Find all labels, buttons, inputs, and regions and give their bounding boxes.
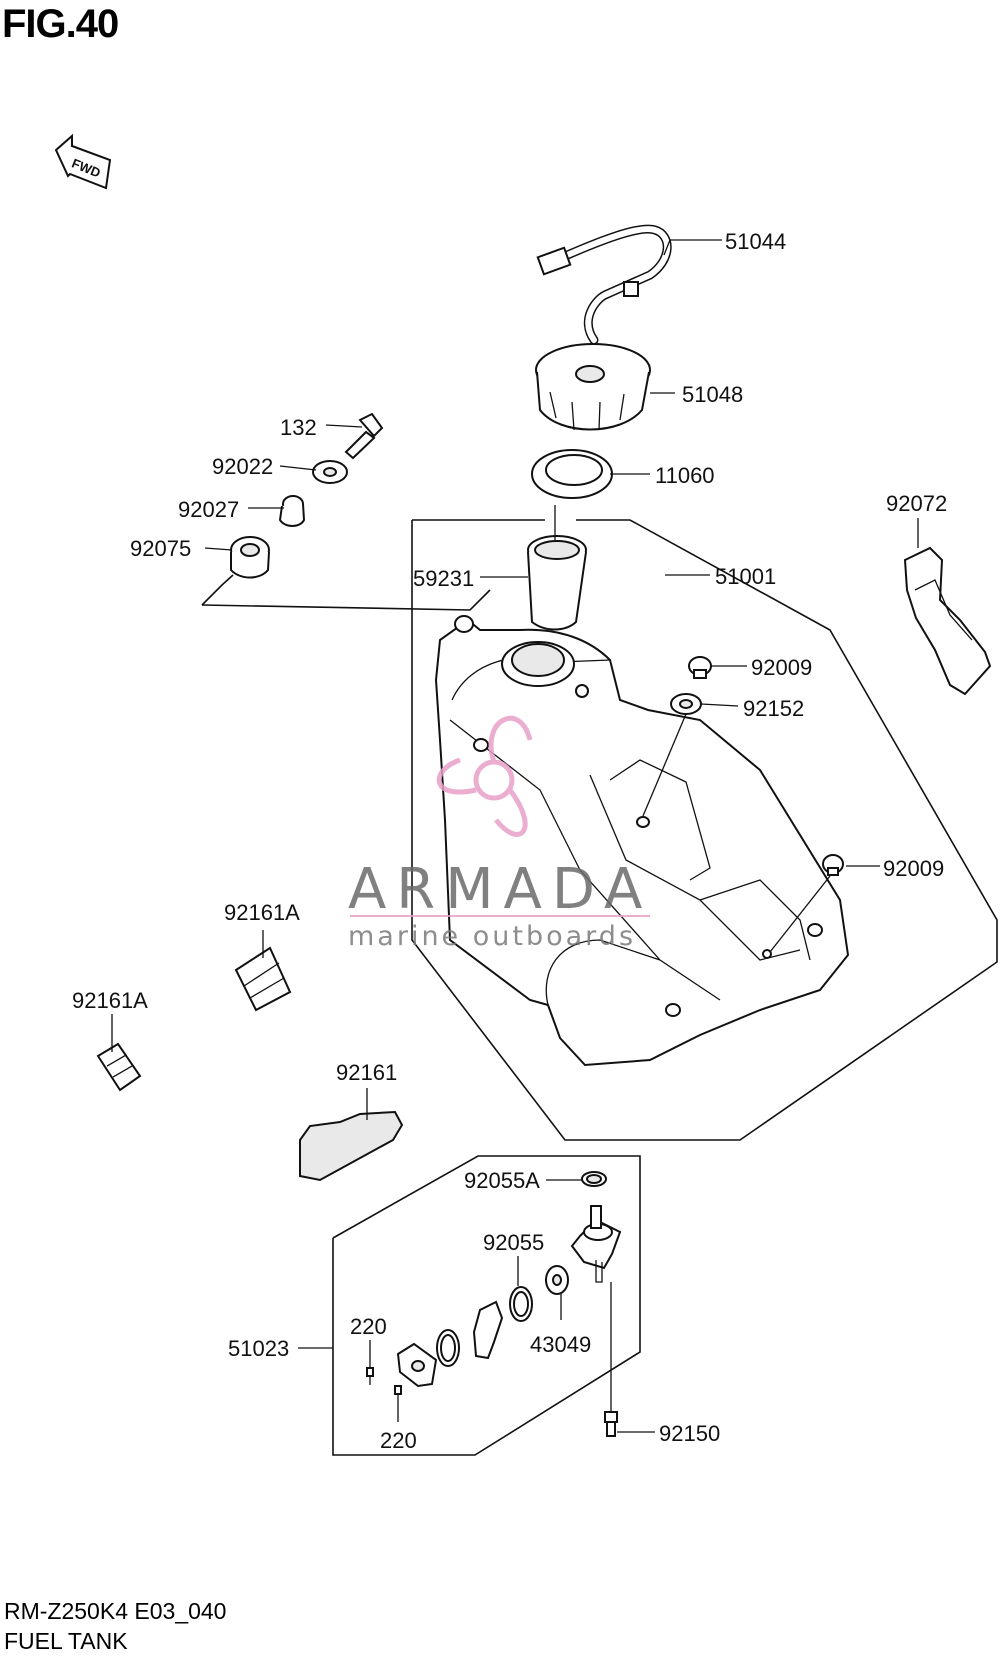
tank-grommet-part <box>670 693 702 715</box>
cock-bolt-part <box>604 1411 618 1437</box>
cushion-pad-flat-part <box>299 1110 404 1182</box>
watermark-tagline: marine outboards <box>348 921 636 952</box>
callout-51048[interactable]: 51048 <box>682 382 743 407</box>
o-ring-large-part <box>436 1329 460 1367</box>
callout-51023[interactable]: 51023 <box>228 1336 289 1361</box>
callout-92150[interactable]: 92150 <box>659 1421 720 1446</box>
callout-92161a-lower[interactable]: 92161A <box>72 988 148 1013</box>
grommet-part <box>230 536 270 579</box>
filler-neck-part <box>527 505 587 631</box>
fuel-breather-hose-part <box>536 224 672 345</box>
callout-51001[interactable]: 51001 <box>715 564 776 589</box>
callout-92027[interactable]: 92027 <box>178 497 239 522</box>
callout-220-upper[interactable]: 220 <box>350 1314 387 1339</box>
callout-92152[interactable]: 92152 <box>743 696 804 721</box>
callout-11060[interactable]: 11060 <box>655 463 715 488</box>
washer-part <box>312 460 348 484</box>
cushion-pad-large-part <box>234 946 292 1012</box>
callout-220-lower[interactable]: 220 <box>380 1428 417 1453</box>
cock-filter-part <box>545 1265 569 1295</box>
screw-upper-part <box>366 1367 374 1385</box>
fuel-cock-assembly-bracket <box>332 1155 641 1456</box>
callout-92072[interactable]: 92072 <box>886 491 947 516</box>
group-name: FUEL TANK <box>4 1628 128 1654</box>
callout-92055[interactable]: 92055 <box>483 1230 544 1255</box>
callout-51044[interactable]: 51044 <box>725 229 786 254</box>
plug-upper-part <box>688 656 712 679</box>
cock-plate-part <box>396 1342 438 1388</box>
screw-lower-part <box>394 1385 402 1402</box>
plug-lower-part <box>822 854 844 876</box>
o-ring-medium-part <box>509 1286 533 1322</box>
callout-92055a[interactable]: 92055A <box>464 1168 540 1193</box>
model-code: RM-Z250K4 E03_040 <box>4 1598 227 1624</box>
strainer-part <box>472 1300 504 1360</box>
callout-92009-upper[interactable]: 92009 <box>751 655 812 680</box>
callout-92161[interactable]: 92161 <box>336 1060 397 1085</box>
callout-92009-lower[interactable]: 92009 <box>883 856 944 881</box>
cap-gasket-part <box>531 449 613 499</box>
callout-132[interactable]: 132 <box>280 415 317 440</box>
callout-92075[interactable]: 92075 <box>130 536 191 561</box>
leader-lines <box>111 239 919 1433</box>
callout-92161a-upper[interactable]: 92161A <box>224 900 300 925</box>
fuel-tank-part <box>434 615 850 1067</box>
forward-arrow-icon: FWD <box>54 133 112 190</box>
collar-part <box>278 495 306 527</box>
callout-59231[interactable]: 59231 <box>413 566 474 591</box>
watermark-logo: ARMADA marine outboards <box>348 716 652 952</box>
fuel-cock-body-part <box>570 1205 622 1283</box>
tank-strap-part <box>903 546 992 696</box>
fuel-cap-part <box>535 343 651 431</box>
bolt-part <box>344 412 384 460</box>
watermark-brand: ARMADA <box>348 857 652 922</box>
cushion-pad-small-part <box>96 1042 142 1092</box>
callout-43049[interactable]: 43049 <box>530 1332 591 1357</box>
figure-title: FIG.40 <box>2 2 119 46</box>
tank-assembly-bracket <box>411 519 998 1141</box>
callout-92022[interactable]: 92022 <box>212 454 273 479</box>
o-ring-small-part <box>581 1171 607 1187</box>
